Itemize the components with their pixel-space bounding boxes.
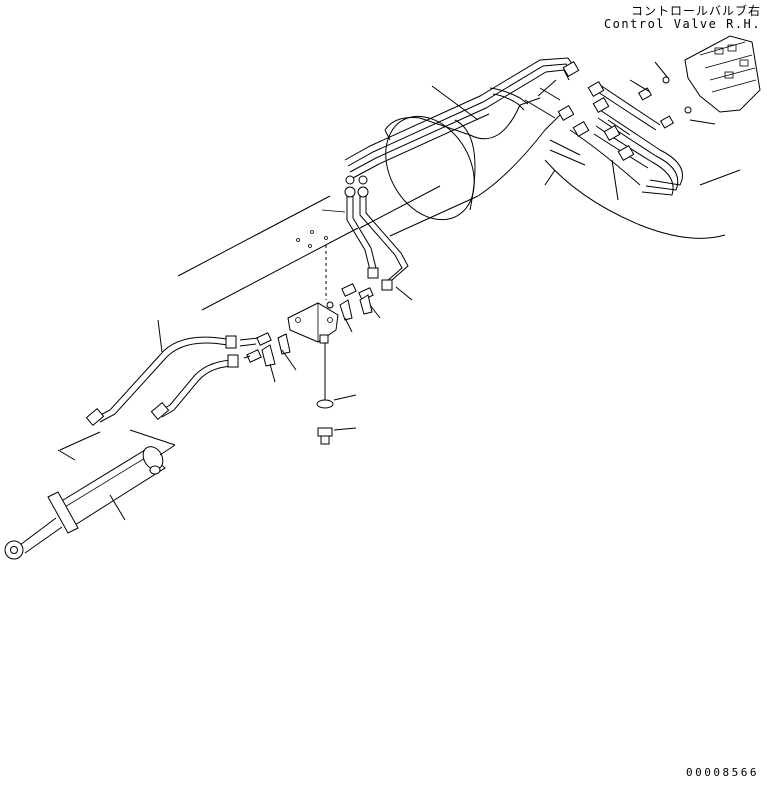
boom-pipes [344, 57, 683, 196]
page-title-jp: コントロールバルブ右 [630, 4, 761, 18]
page-title-en: Control Valve R.H. [603, 17, 761, 31]
leader-lines [57, 61, 716, 461]
control-valve-rh [684, 35, 761, 186]
cylinder-hoses [59, 319, 239, 451]
manifold-block [287, 301, 339, 344]
manifold-fittings [239, 283, 374, 367]
drawing-number: 00008566 [686, 766, 759, 779]
bolt-assembly [316, 399, 334, 445]
hydraulic-cylinder [4, 446, 166, 560]
center-line [296, 230, 328, 400]
vertical-pipes [321, 175, 409, 291]
boom-body [177, 79, 726, 311]
upper-fittings [557, 60, 692, 162]
